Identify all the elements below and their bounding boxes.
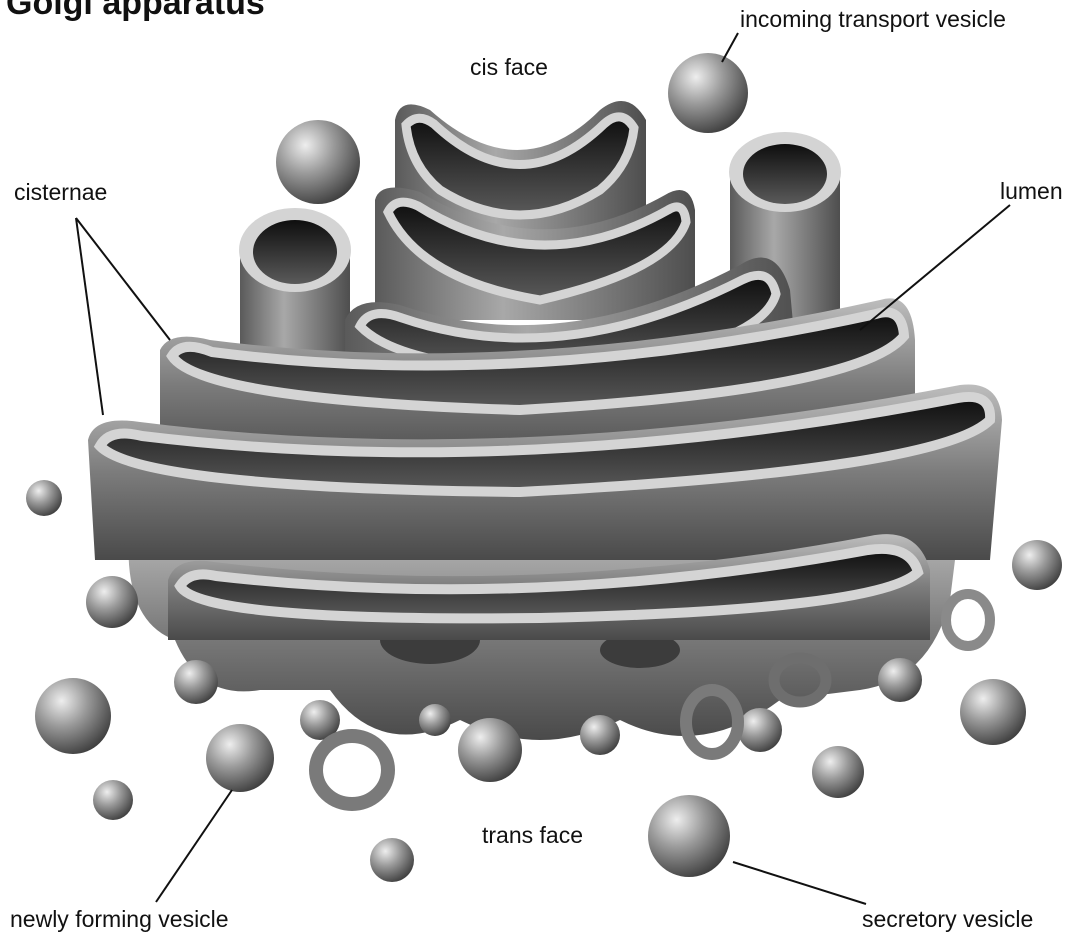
vesicle bbox=[738, 708, 782, 752]
vesicle bbox=[668, 53, 748, 133]
vesicle bbox=[86, 576, 138, 628]
label-cis-face: cis face bbox=[470, 56, 548, 79]
vesicle bbox=[419, 704, 451, 736]
vesicle bbox=[35, 678, 111, 754]
leader-lumen bbox=[860, 205, 1010, 330]
tubule-loop bbox=[316, 736, 388, 804]
vesicle bbox=[812, 746, 864, 798]
vesicle bbox=[276, 120, 360, 204]
leader-secretory bbox=[733, 862, 866, 904]
cisterna-tube-left bbox=[239, 208, 351, 355]
leader-newly-forming bbox=[156, 790, 232, 902]
label-lumen: lumen bbox=[1000, 180, 1063, 203]
label-cisternae: cisternae bbox=[14, 181, 107, 204]
newly-forming-vesicle bbox=[206, 724, 274, 792]
leader-incoming-vesicle bbox=[722, 33, 738, 62]
vesicle bbox=[580, 715, 620, 755]
tubule-loop bbox=[946, 594, 990, 646]
vesicle bbox=[878, 658, 922, 702]
label-trans-face: trans face bbox=[482, 824, 583, 847]
label-incoming-transport-vesicle: incoming transport vesicle bbox=[740, 8, 1006, 31]
label-secretory-vesicle: secretory vesicle bbox=[862, 908, 1033, 931]
vesicle bbox=[1012, 540, 1062, 590]
vesicle bbox=[174, 660, 218, 704]
vesicle bbox=[26, 480, 62, 516]
vesicle bbox=[93, 780, 133, 820]
vesicle bbox=[960, 679, 1026, 745]
label-newly-forming-vesicle: newly forming vesicle bbox=[10, 908, 229, 931]
vesicle bbox=[458, 718, 522, 782]
vesicle bbox=[370, 838, 414, 882]
vesicle bbox=[648, 795, 730, 877]
